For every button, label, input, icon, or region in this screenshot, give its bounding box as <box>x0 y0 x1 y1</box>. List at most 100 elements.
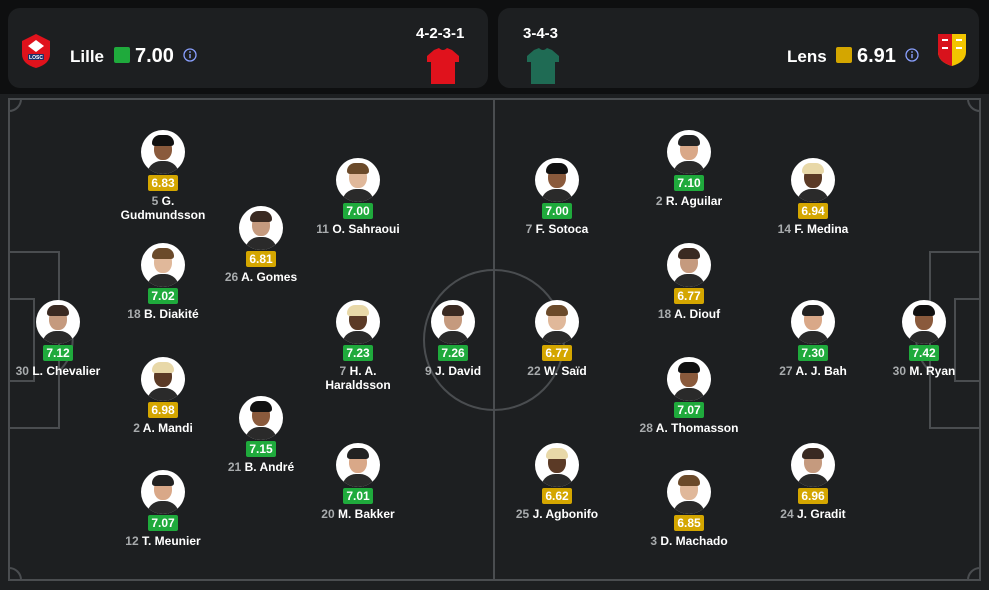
player-label: 27 A. J. Bah <box>733 364 893 378</box>
player-label: 25 J. Agbonifo <box>477 507 637 521</box>
player-rating-badge: 7.00 <box>542 203 572 219</box>
player-number: 12 <box>125 534 139 548</box>
player-number: 2 <box>133 421 140 435</box>
player-label: 7 H. A. Haraldsson <box>310 364 406 392</box>
away-rating-indicator <box>836 47 852 63</box>
player-rating-badge: 6.77 <box>674 288 704 304</box>
player-label: 28 A. Thomasson <box>609 421 769 435</box>
player-rating-badge: 7.07 <box>148 515 178 531</box>
player-away[interactable]: 6.94 14 F. Medina <box>733 158 893 236</box>
player-rating-badge: 6.96 <box>798 488 828 504</box>
player-home[interactable]: 7.23 7 H. A. Haraldsson <box>278 300 438 392</box>
player-avatar[interactable] <box>239 206 283 250</box>
lens-crest-icon <box>938 34 966 66</box>
player-number: 21 <box>227 460 242 474</box>
player-avatar[interactable] <box>791 300 835 344</box>
player-name: L. Chevalier <box>32 364 101 378</box>
info-icon[interactable] <box>905 48 919 62</box>
home-team-card[interactable]: LOSC Lille 7.00 4-2-3-1 <box>8 8 488 88</box>
player-label: 26 A. Gomes <box>181 270 341 284</box>
player-avatar[interactable] <box>141 243 185 287</box>
player-avatar[interactable] <box>336 158 380 202</box>
player-name: M. Ryan <box>909 364 956 378</box>
player-name: D. Machado <box>660 534 728 548</box>
player-rating-badge: 7.07 <box>674 402 704 418</box>
player-number: 7 <box>339 364 347 378</box>
player-name: A. Thomasson <box>655 421 739 435</box>
player-number: 9 <box>424 364 432 378</box>
player-avatar[interactable] <box>791 158 835 202</box>
player-avatar[interactable] <box>535 158 579 202</box>
player-rating-badge: 7.12 <box>43 345 73 361</box>
player-home[interactable]: 7.26 9 J. David <box>373 300 533 378</box>
player-avatar[interactable] <box>36 300 80 344</box>
player-name: A. J. Bah <box>795 364 847 378</box>
player-number: 22 <box>527 364 541 378</box>
player-avatar[interactable] <box>336 300 380 344</box>
player-avatar[interactable] <box>902 300 946 344</box>
player-avatar[interactable] <box>535 443 579 487</box>
player-avatar[interactable] <box>667 243 711 287</box>
player-name: F. Medina <box>794 222 849 236</box>
player-rating-badge: 7.10 <box>674 175 704 191</box>
player-label: 18 A. Diouf <box>609 307 769 321</box>
player-avatar[interactable] <box>239 396 283 440</box>
player-avatar[interactable] <box>336 443 380 487</box>
player-rating-badge: 6.94 <box>798 203 828 219</box>
home-kit-icon <box>427 48 459 84</box>
player-name: J. Agbonifo <box>532 507 599 521</box>
player-number: 3 <box>650 534 657 548</box>
player-label: 14 F. Medina <box>733 222 893 236</box>
player-away[interactable]: 6.77 18 A. Diouf <box>609 243 769 321</box>
player-avatar[interactable] <box>667 130 711 174</box>
player-label: 9 J. David <box>373 364 533 378</box>
player-label: 11 O. Sahraoui <box>278 222 438 236</box>
home-formation: 4-2-3-1 <box>416 25 465 42</box>
info-icon[interactable] <box>183 48 197 62</box>
home-team-name: Lille <box>70 47 105 66</box>
away-team-card[interactable]: 3-4-3 Lens 6.91 <box>498 8 979 88</box>
player-number: 5 <box>151 194 159 208</box>
lille-crest-icon: LOSC <box>22 34 50 68</box>
player-label: 20 M. Bakker <box>278 507 438 521</box>
player-rating-badge: 7.26 <box>438 345 468 361</box>
player-rating-badge: 6.62 <box>542 488 572 504</box>
player-rating-badge: 6.77 <box>542 345 572 361</box>
player-number: 18 <box>127 307 141 321</box>
player-avatar[interactable] <box>535 300 579 344</box>
home-team-rating: 7.00 <box>135 45 174 67</box>
player-rating-badge: 7.15 <box>246 441 276 457</box>
player-avatar[interactable] <box>141 130 185 174</box>
player-avatar[interactable] <box>791 443 835 487</box>
player-rating-badge: 7.23 <box>343 345 373 361</box>
player-away[interactable]: 7.07 28 A. Thomasson <box>609 357 769 435</box>
player-rating-badge: 6.83 <box>148 175 178 191</box>
player-avatar[interactable] <box>141 470 185 514</box>
player-label: 30 M. Ryan <box>844 364 989 378</box>
player-avatar[interactable] <box>667 357 711 401</box>
player-name: A. Diouf <box>674 307 721 321</box>
player-avatar[interactable] <box>141 357 185 401</box>
player-rating-badge: 6.98 <box>148 402 178 418</box>
player-avatar[interactable] <box>667 470 711 514</box>
player-away[interactable]: 6.62 25 J. Agbonifo <box>477 443 637 521</box>
player-name: B. Diakité <box>144 307 199 321</box>
home-rating-indicator <box>114 47 130 63</box>
player-avatar[interactable] <box>431 300 475 344</box>
